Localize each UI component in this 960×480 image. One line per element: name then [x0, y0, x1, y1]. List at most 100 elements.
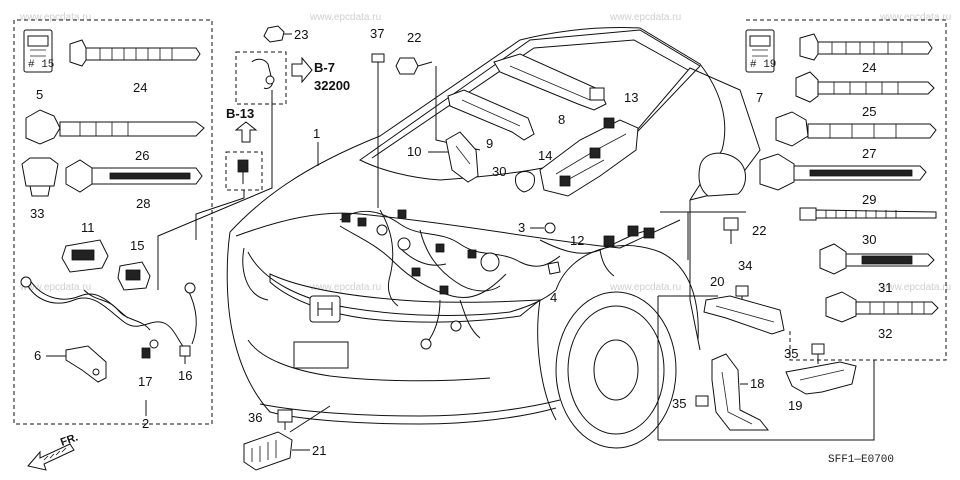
car-body: [226, 27, 761, 449]
part-36-bolt: [277, 409, 293, 430]
callout-9: 9: [486, 136, 493, 151]
front-label: FR.: [59, 431, 80, 448]
part-7-connector: # 19: [745, 29, 776, 73]
callout-24-right: 24: [862, 60, 876, 75]
ref-b13: B-13: [226, 106, 254, 121]
part-22-bolt-right: [723, 217, 739, 244]
callout-32: 32: [878, 326, 892, 341]
part-12-harness: [539, 225, 655, 277]
part-28-clip: [65, 159, 203, 193]
part-7-tag: # 19: [750, 59, 776, 71]
reference-area: 23 B-7 32200 B-13: [157, 25, 350, 290]
callout-35-right: 35: [784, 346, 798, 361]
callout-14: 14: [538, 148, 552, 163]
callout-17: 17: [138, 374, 152, 389]
callout-6: 6: [34, 348, 41, 363]
callout-30-center: 30: [492, 164, 506, 179]
callout-31: 31: [878, 280, 892, 295]
engine-harness: [339, 66, 561, 350]
right-clip-group: # 19 7 24 25 27 29: [745, 19, 947, 361]
arrow-up-icon: [234, 121, 258, 143]
callout-1: 1: [313, 126, 320, 141]
part-10-bracket: [445, 131, 479, 183]
grommet: [237, 159, 249, 173]
harness-wire: [187, 289, 197, 345]
callout-3: 3: [518, 220, 525, 235]
harness-wire: [25, 281, 189, 353]
callout-28: 28: [136, 196, 150, 211]
part-26-clip: [25, 109, 205, 145]
watermark: www.epcdata.ru: [309, 282, 381, 293]
watermark: www.epcdata.ru: [879, 282, 951, 293]
connector: [480, 252, 500, 272]
part-33-clip: [21, 157, 59, 197]
harness-clip-loop: [251, 58, 273, 89]
license-plate-area: [293, 341, 349, 369]
callout-27: 27: [862, 146, 876, 161]
lower-right-group: 22 34 20 18 35 35: [657, 211, 875, 441]
callout-29: 29: [862, 192, 876, 207]
part-35-bolt-right: [811, 343, 825, 364]
part-13-14-assembly: [539, 117, 639, 197]
callout-5: 5: [36, 87, 43, 102]
part-5-tag: # 15: [28, 59, 54, 71]
part-24-clip: [69, 39, 201, 67]
front-wheel: [555, 291, 677, 449]
watermark: www.epcdata.ru: [609, 282, 681, 293]
callout-13: 13: [624, 90, 638, 105]
callout-37: 37: [370, 26, 384, 41]
watermark: www.epcdata.ru: [609, 12, 681, 23]
part-21-bracket: [243, 431, 293, 471]
callout-36: 36: [248, 410, 262, 425]
callout-8: 8: [558, 112, 565, 127]
side-mirror: [698, 152, 746, 197]
left-clip-group: # 15 5 24 26 33 28: [13, 19, 213, 431]
part-6-bracket: [65, 345, 107, 383]
harness-wire: [83, 289, 151, 331]
callout-4: 4: [550, 290, 557, 305]
part-35-bolt-left: [695, 395, 709, 407]
callout-30-right: 30: [862, 232, 876, 247]
part-8-bracket: [493, 53, 607, 111]
part-23-nut: [263, 25, 285, 43]
callout-25: 25: [862, 104, 876, 119]
part-27-clip: [775, 111, 937, 147]
callout-16: 16: [178, 368, 192, 383]
bottom-center-group: 36 21: [243, 405, 331, 471]
part-30-clip-center: [515, 171, 535, 193]
watermark: www.epcdata.ru: [309, 12, 381, 23]
part-9-bracket: [447, 89, 535, 141]
part-32-clip: [825, 291, 939, 323]
arrow-right-icon: [291, 56, 313, 84]
ref-b7: B-7: [314, 60, 335, 75]
callout-2: 2: [142, 416, 149, 431]
part-5-connector: # 15: [23, 29, 54, 73]
callout-15: 15: [130, 238, 144, 253]
front-direction-indicator: FR.: [27, 431, 80, 471]
callout-21: 21: [312, 443, 326, 458]
part-3-clip: [544, 222, 556, 234]
callout-35-left: 35: [672, 396, 686, 411]
watermark: www.epcdata.ru: [19, 12, 91, 23]
callout-11: 11: [81, 220, 95, 235]
part-34-bolt: [735, 285, 749, 304]
part-22-bolt-top: [395, 57, 433, 75]
callout-18: 18: [750, 376, 764, 391]
part-24-clip-right: [799, 33, 933, 61]
callout-22-top: 22: [407, 30, 421, 45]
part-15-relay: [117, 261, 151, 291]
ref-b7-num: 32200: [314, 78, 350, 93]
part-29-clip: [759, 153, 927, 191]
callout-26: 26: [135, 148, 149, 163]
callout-19: 19: [788, 398, 802, 413]
part-18-bracket: [711, 353, 770, 431]
part-30-tie: [799, 207, 937, 221]
part-25-clip: [795, 71, 935, 103]
callout-34: 34: [738, 258, 752, 273]
callout-23: 23: [294, 27, 308, 42]
watermark: www.epcdata.ru: [19, 282, 91, 293]
part-11-bracket: [61, 239, 109, 273]
callout-33: 33: [30, 206, 44, 221]
part-4-clip: [547, 261, 561, 275]
